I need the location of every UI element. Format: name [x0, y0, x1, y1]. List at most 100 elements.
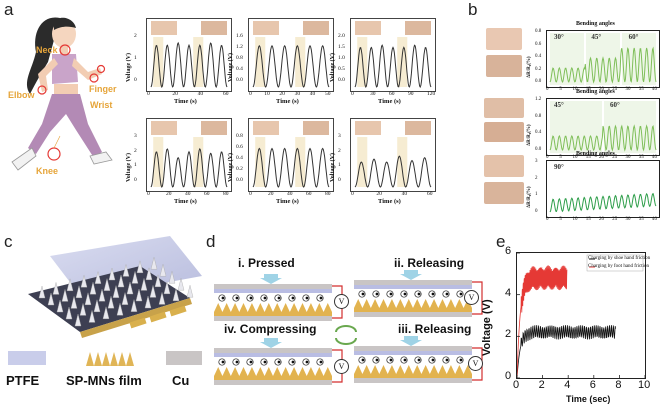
- y-tick: 2: [338, 147, 341, 154]
- y-tick: 1: [535, 192, 538, 198]
- e-y-tick: 2: [505, 328, 512, 341]
- microneedle: [56, 299, 64, 313]
- x-tick: 15: [585, 217, 591, 222]
- microneedle: [150, 257, 158, 270]
- x-tick: 5: [559, 87, 562, 92]
- x-tick: 0: [351, 91, 354, 97]
- y-tick: 0.4: [236, 66, 243, 72]
- x-tick: 40: [652, 217, 657, 222]
- x-tick: 40: [401, 191, 408, 197]
- angle-label: 60°: [610, 101, 620, 109]
- y-tick: 0: [338, 177, 341, 183]
- microneedle: [117, 274, 125, 288]
- angle-label: 45°: [591, 33, 602, 41]
- y-tick: 1.6: [236, 33, 243, 39]
- y-tick: 0.2: [535, 66, 542, 72]
- voltage-trace: [354, 44, 432, 89]
- angle-label: 60°: [628, 33, 639, 41]
- highlight-band: [255, 137, 266, 187]
- label-elbow: Elbow: [8, 90, 35, 100]
- x-tick: 120: [427, 91, 436, 97]
- label-finger: Finger: [89, 84, 117, 94]
- highlight-band: [397, 137, 408, 187]
- electrode-bottom: [354, 378, 472, 383]
- microneedle: [135, 288, 143, 302]
- charge-dot: [431, 292, 435, 296]
- microneedle: [102, 306, 110, 319]
- x-tick: 0: [351, 191, 354, 197]
- step-pressed-title: i. Pressed: [238, 256, 295, 270]
- x-tick: 10: [264, 91, 270, 97]
- voltage-chart-3: [350, 18, 436, 92]
- microneedle: [98, 289, 106, 302]
- y-tick: 0: [134, 177, 137, 183]
- charge-dot: [263, 296, 267, 300]
- microneedle: [140, 278, 148, 291]
- microneedle: [94, 271, 102, 284]
- legend-box: [586, 254, 644, 272]
- charge-dot: [445, 358, 449, 362]
- charge-dot: [459, 292, 463, 296]
- x-axis-label: Time (s): [174, 98, 197, 105]
- sp-mns-layer: [354, 299, 472, 312]
- voltage-chart-5: [248, 118, 334, 192]
- charge-dot: [417, 292, 421, 296]
- microneedle: [158, 292, 166, 305]
- x-tick: 35: [638, 155, 644, 160]
- photo-right: [405, 121, 431, 135]
- charge-dot: [305, 296, 309, 300]
- y-tick: 0.4: [535, 130, 542, 136]
- x-tick: 40: [197, 91, 204, 97]
- x-tick: 5: [559, 217, 562, 222]
- photo-right: [405, 21, 431, 35]
- y-tick: 3: [134, 133, 137, 139]
- charge-dot: [459, 358, 463, 362]
- x-tick: 35: [638, 87, 644, 92]
- electrode-bottom: [214, 380, 332, 385]
- voltmeter-icon-2: V: [464, 290, 479, 305]
- x-tick: 20: [376, 191, 382, 197]
- x-tick: 30: [625, 155, 631, 160]
- panel-label-c: c: [4, 232, 13, 251]
- microneedle: [89, 282, 97, 295]
- y-tick: 1.5: [338, 44, 345, 50]
- label-wrist: Wrist: [90, 100, 113, 110]
- ptfe-layer: [354, 285, 472, 289]
- ptfe-layer: [214, 353, 332, 357]
- voltage-chart-1: [146, 18, 232, 92]
- panel-label-e: e: [496, 232, 506, 251]
- microneedle: [38, 285, 46, 299]
- x-tick: 20: [279, 91, 285, 97]
- elbow-bend-photo-2: [484, 182, 524, 204]
- charge-dot: [431, 358, 435, 362]
- voltage-chart-4: [146, 118, 232, 192]
- series-line-2: [516, 265, 568, 379]
- microneedle: [88, 310, 96, 323]
- x-tick: 0: [249, 191, 252, 197]
- resistance-trace: [549, 192, 657, 213]
- x-tick: 60: [306, 191, 312, 197]
- x-tick: 10: [572, 155, 578, 160]
- panel-label-a: a: [4, 0, 14, 19]
- y-tick: 0: [535, 209, 538, 214]
- bending-chart-3: [546, 160, 660, 218]
- y-tick: 0.0: [338, 77, 345, 83]
- charge-dot: [361, 292, 365, 296]
- x-tick: 20: [172, 91, 178, 97]
- x-tick: 25: [612, 217, 618, 222]
- y-tick: 0.6: [236, 144, 243, 150]
- charge-dot: [375, 292, 379, 296]
- y-tick: 0.0: [236, 77, 243, 83]
- x-tick: 10: [572, 217, 578, 222]
- charge-dot: [403, 292, 407, 296]
- photo-left: [151, 21, 177, 35]
- charge-dot: [417, 358, 421, 362]
- x-tick: 25: [612, 155, 618, 160]
- electrode-bottom: [354, 312, 472, 317]
- x-tick: 40: [309, 91, 316, 97]
- highlight-band: [397, 37, 408, 87]
- charge-dot: [403, 358, 407, 362]
- y-tick: 1: [134, 162, 137, 169]
- y-tick: 0.0: [535, 147, 542, 152]
- x-tick: 0: [147, 191, 150, 197]
